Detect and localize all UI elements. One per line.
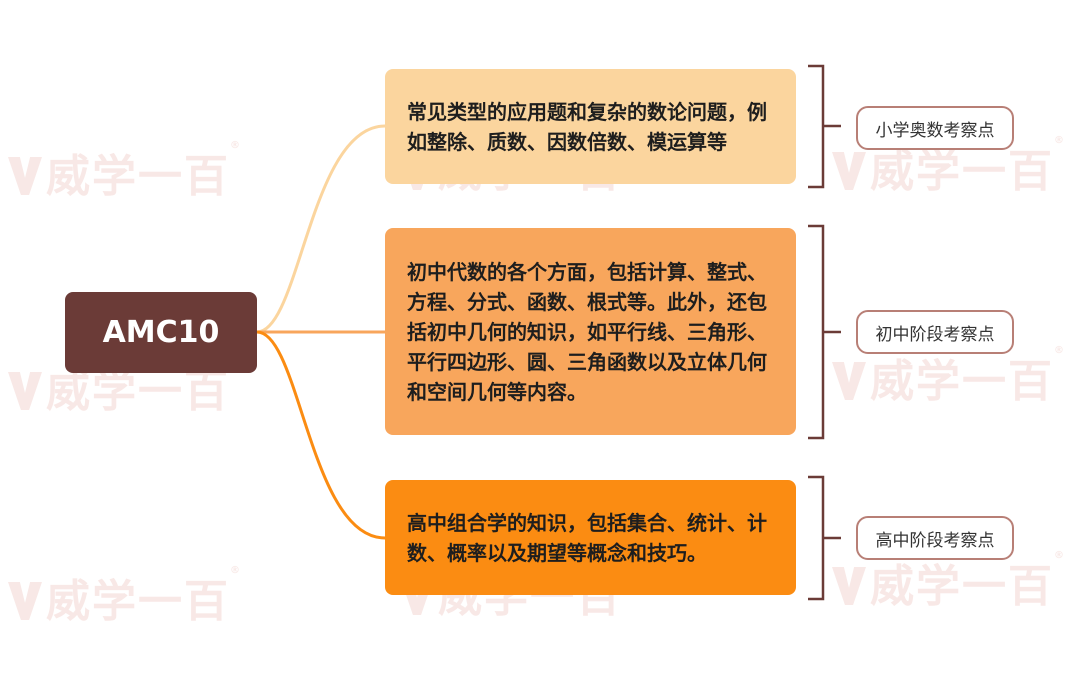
watermark-logo-icon [832, 362, 866, 400]
level-label-middle-school: 初中阶段考察点 [856, 310, 1014, 354]
watermark: 威学一百® [832, 345, 1066, 409]
watermark: 威学一百® [8, 355, 242, 419]
watermark-logo-icon [8, 582, 42, 620]
topic-text: 高中组合学的知识，包括集合、统计、计数、概率以及期望等概念和技巧。 [407, 510, 767, 565]
watermark-logo-icon [832, 152, 866, 190]
topic-text: 常见类型的应用题和复杂的数论问题，例如整除、质数、因数倍数、模运算等 [407, 99, 767, 154]
topic-box-middle-school: 初中代数的各个方面，包括计算、整式、方程、分式、函数、根式等。此外，还包括初中几… [385, 228, 796, 435]
connector-line-1 [256, 124, 386, 334]
watermark-logo-icon [832, 567, 866, 605]
topic-box-high-school: 高中组合学的知识，包括集合、统计、计数、概率以及期望等概念和技巧。 [385, 480, 796, 595]
root-node: AMC10 [65, 292, 257, 373]
watermark: 威学一百® [8, 140, 242, 204]
watermark-logo-icon [8, 157, 42, 195]
connector-line-3 [256, 330, 386, 540]
level-label-high-school: 高中阶段考察点 [856, 516, 1014, 560]
level-label-elementary: 小学奥数考察点 [856, 106, 1014, 150]
root-label: AMC10 [102, 315, 220, 350]
topic-box-elementary: 常见类型的应用题和复杂的数论问题，例如整除、质数、因数倍数、模运算等 [385, 69, 796, 184]
topic-text: 初中代数的各个方面，包括计算、整式、方程、分式、函数、根式等。此外，还包括初中几… [407, 259, 767, 404]
watermark: 威学一百® [832, 135, 1066, 199]
watermark-logo-icon [8, 372, 42, 410]
watermark: 威学一百® [8, 565, 242, 629]
watermark: 威学一百® [832, 550, 1066, 614]
